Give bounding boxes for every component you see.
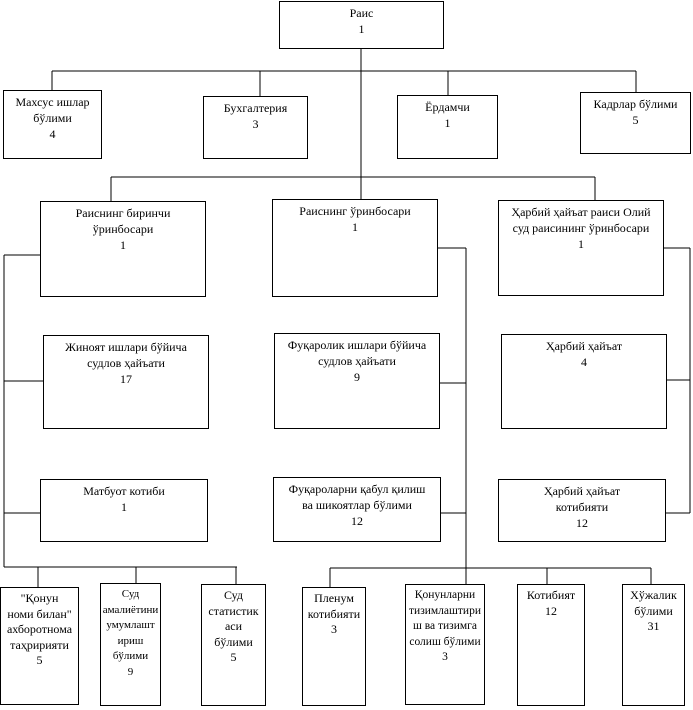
box-line: Ҳарбий ҳайъат [543,484,621,498]
top-bus [51,48,637,200]
box-line: Ҳарбий ҳайъат раиси Олий [511,205,651,219]
box-line: умумлашт [106,619,155,631]
unit-special-affairs: Махсус ишлар бўлими 4 [3,90,102,159]
box-count: 9 [127,665,134,678]
box-line: Фуқароларни қабул қилиш [288,482,426,496]
chairman-box: Раис 1 [279,1,444,49]
unit-accounting: Бухгалтерия 3 [203,96,308,159]
box-count: 4 [49,127,56,141]
box-line: бўлими [634,603,673,618]
box-line: котибияти [555,500,609,514]
box-count: 12 [545,603,557,618]
box-line: Котибият [526,588,576,602]
box-count: 12 [576,516,588,530]
deputy-bus [110,176,596,201]
box-line: Ҳарбий ҳайъат [545,339,623,353]
box-line: бўлими [214,634,253,649]
civil-panel-box: Фуқаролик ишлари бўйича судлов ҳайъати 9 [274,333,440,429]
box-count: 3 [331,622,337,636]
box-count: 1 [358,22,365,36]
box-count: 4 [581,355,587,369]
box-line: тизимлаштири [409,604,481,617]
box-count: 1 [578,237,584,251]
box-line: солиш бўлими [409,635,481,648]
box-count: 1 [121,500,127,514]
secretariat-box: Котибият 12 [517,584,585,706]
box-line: Матбуот котиби [83,484,165,498]
box-line: ўринбосари [92,222,154,236]
right-bus [663,247,691,514]
box-line: Пленум [314,591,354,605]
box-line: бўлими [112,650,149,662]
box-line: амалиётини [102,603,159,616]
box-line: Ёрдамчи [425,100,470,114]
box-line: Раиснинг биринчи [75,206,171,220]
deputy-box: Раиснинг ўринбосари 1 [272,199,438,297]
box-count: 5 [230,650,237,664]
military-secretariat-box: Ҳарбий ҳайъат котибияти 12 [498,479,666,542]
box-line: судлов ҳайъати [87,356,165,370]
box-line: номи билан" [7,606,72,621]
legislation-systematization-box: Қонунларни тизимлаштири ш ва тизимга сол… [405,584,485,705]
box-count: 3 [442,651,448,663]
military-deputy-box: Ҳарбий ҳайъат раиси Олий суд раисининг ў… [498,200,664,296]
box-line: суд раисининг ўринбосари [512,221,650,235]
box-line: судлов ҳайъати [318,354,396,368]
box-line: статистик [208,603,259,618]
box-count: 31 [647,619,660,633]
box-count: 3 [252,117,259,131]
box-line: Суд [223,588,244,602]
middle-bus [329,247,652,587]
box-line: ахборотнома [6,622,73,636]
box-line: Хўжалик [630,588,677,602]
unit-assistant: Ёрдамчи 1 [397,95,498,159]
court-statistics-box: Суд статистик аси бўлими 5 [201,584,266,706]
box-line: ириш [117,634,144,647]
box-line: ва шикоятлар бўлими [302,498,412,512]
box-line: Бухгалтерия [223,101,288,115]
box-line: Жиноят ишлари бўйича [65,340,187,354]
bulletin-editorial-box: "Қонун номи билан" ахборотнома таҳририят… [0,587,79,705]
box-count: 9 [354,370,360,384]
box-line: бўлими [33,111,72,125]
plenum-secretariat-box: Пленум котибияти 3 [302,587,366,706]
box-line: таҳририяти [10,637,69,652]
box-count: 5 [36,653,43,667]
box-line: Қонунларни [414,589,476,601]
box-line: "Қонун [20,591,59,605]
box-count: 12 [351,514,363,528]
box-line: аси [224,619,243,633]
box-line: Махсус ишлар [15,95,90,109]
box-count: 1 [444,116,451,130]
left-bus [3,254,237,587]
box-line: Раиснинг ўринбосари [299,204,411,218]
box-count: 17 [120,372,132,386]
box-line: Суд [121,588,140,600]
citizens-reception-box: Фуқароларни қабул қилиш ва шикоятлар бўл… [273,477,441,542]
box-count: 1 [352,220,358,234]
unit-hr: Кадрлар бўлими 5 [580,92,691,154]
box-line: котибияти [307,606,361,621]
household-unit-box: Хўжалик бўлими 31 [622,584,685,706]
military-panel-box: Ҳарбий ҳайъат 4 [501,334,667,429]
criminal-panel-box: Жиноят ишлари бўйича судлов ҳайъати 17 [43,335,209,429]
box-title: Раис [349,6,374,20]
box-line: Кадрлар бўлими [593,97,678,111]
box-line: Фуқаролик ишлари бўйича [287,338,427,352]
press-secretary-box: Матбуот котиби 1 [40,479,208,542]
box-count: 5 [632,113,639,127]
court-practice-box: Суд амалиётини умумлашт ириш бўлими 9 [100,583,161,706]
box-line: ш ва тизимга [413,620,477,632]
first-deputy-box: Раиснинг биринчи ўринбосари 1 [40,201,206,297]
box-count: 1 [120,238,126,252]
